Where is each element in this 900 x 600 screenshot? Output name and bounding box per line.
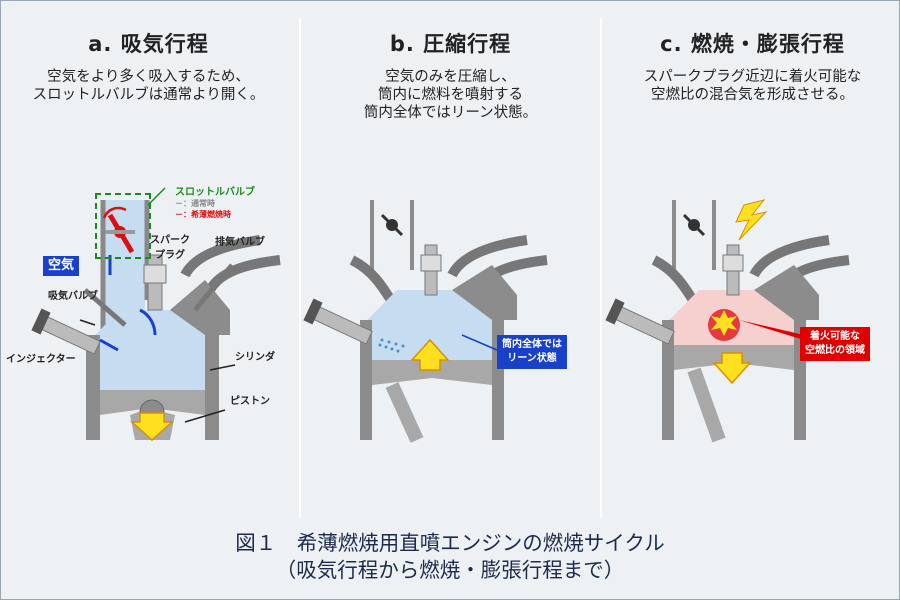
caption-line: （吸気行程から燃焼・膨張行程まで） <box>275 558 625 582</box>
spark-plug-body <box>722 254 744 272</box>
description-line: 空気をより多く吸入するため、 <box>47 69 250 85</box>
combustion-engine-diagram <box>605 199 850 443</box>
air-flow-arrow <box>139 308 157 336</box>
description-line: 筒内に燃料を噴射する <box>378 87 523 103</box>
lightning-icon <box>735 199 768 241</box>
panel-description: 空気をより多く吸入するため、 スロットルバルブは通常より開く。 <box>0 68 297 104</box>
leader-line <box>209 364 236 371</box>
description-line: スロットルバルブは通常より開く。 <box>32 87 265 103</box>
description-line: 筒内全体ではリーン状態。 <box>363 105 538 121</box>
intake-valve-label: 吸気バルブ <box>48 291 98 302</box>
piston-label: ピストン <box>230 396 270 407</box>
description-line: 空燃比の混合気を形成させる。 <box>651 87 854 103</box>
throttle-valve-label: スロットルバルブ <box>175 187 255 198</box>
exhaust-valve-label: 排気バルブ <box>215 237 265 248</box>
piston-up-arrow <box>410 338 450 371</box>
injector <box>605 298 675 345</box>
exhaust-port <box>180 235 261 278</box>
panel-title: b. 圧縮行程 <box>389 32 512 56</box>
figure-caption: 図１ 希薄燃焼用直噴エンジンの燃焼サイクル （吸気行程から燃焼・膨張行程まで） <box>0 530 900 584</box>
piston-down-arrow <box>712 352 752 385</box>
piston-down-arrow <box>130 412 174 442</box>
caption-line: 図１ 希薄燃焼用直噴エンジンの燃焼サイクル <box>235 531 665 555</box>
intake-engine-diagram <box>31 187 281 442</box>
throttle-valve-highlight <box>95 193 151 259</box>
air-flow-arrow <box>99 338 119 352</box>
compression-engine-diagram <box>303 200 548 443</box>
spark-plug-label: スパーク プラグ <box>150 235 190 261</box>
exhaust-port <box>447 235 528 278</box>
panel-title: a. 吸気行程 <box>88 32 209 56</box>
cylinder-wall <box>360 320 372 440</box>
lean-callout: 筒内全体では リーン状態 <box>497 335 567 369</box>
description-line: スパークプラグ近辺に着火可能な <box>643 69 862 85</box>
leader-line <box>184 409 226 423</box>
panel-divider <box>299 18 301 518</box>
injector <box>31 308 101 355</box>
legend-lean: －：希薄燃焼時 <box>175 210 231 219</box>
piston <box>372 360 492 385</box>
intake-valve <box>83 288 127 327</box>
callout-pointer <box>739 320 804 340</box>
connecting-rod <box>385 382 424 443</box>
cylinder-wall <box>86 335 100 440</box>
cylinder-label: シリンダ <box>235 352 275 363</box>
cylinder-air <box>367 290 497 365</box>
panel-title: c. 燃焼・膨張行程 <box>660 32 845 56</box>
exhaust-port <box>749 235 830 278</box>
legend-normal: －：通常時 <box>175 199 215 208</box>
fuel-spray <box>378 338 405 353</box>
injector <box>303 298 373 345</box>
spark-plug-body <box>420 254 442 272</box>
cylinder-wall <box>205 335 219 440</box>
spark-plug-body <box>143 264 167 284</box>
panel-intake-stroke: a. 吸気行程 空気をより多く吸入するため、 スロットルバルブは通常より開く。 <box>0 0 297 515</box>
exhaust-port <box>205 255 281 293</box>
throttle-plate <box>380 213 404 237</box>
cylinder-head <box>754 265 819 320</box>
ignitable-callout: 着火可能な 空燃比の領域 <box>800 327 870 361</box>
panel-description: スパークプラグ近辺に着火可能な 空燃比の混合気を形成させる。 <box>604 68 900 104</box>
exhaust-valve-stem <box>193 263 234 312</box>
spark-burst-icon <box>711 310 737 336</box>
panel-compression-stroke: b. 圧縮行程 空気のみを圧縮し、 筒内に燃料を噴射する 筒内全体ではリーン状態… <box>302 0 599 515</box>
injector-label: インジェクター <box>6 354 76 365</box>
description-line: 空気のみを圧縮し、 <box>385 69 516 85</box>
panel-description: 空気のみを圧縮し、 筒内に燃料を噴射する 筒内全体ではリーン状態。 <box>302 68 599 122</box>
panel-divider <box>600 18 602 518</box>
panel-combustion-stroke: c. 燃焼・膨張行程 スパークプラグ近辺に着火可能な 空燃比の混合気を形成させる… <box>604 0 900 515</box>
cylinder-air <box>95 310 205 390</box>
leader-line <box>79 319 96 326</box>
cylinder-wall <box>662 320 674 440</box>
leader-line <box>461 334 498 351</box>
cylinder-head <box>452 265 517 320</box>
connecting-rod <box>687 367 726 443</box>
throttle-plate <box>682 213 706 237</box>
throttle-rotation-arrow <box>102 206 127 219</box>
air-label: 空気 <box>43 256 80 276</box>
